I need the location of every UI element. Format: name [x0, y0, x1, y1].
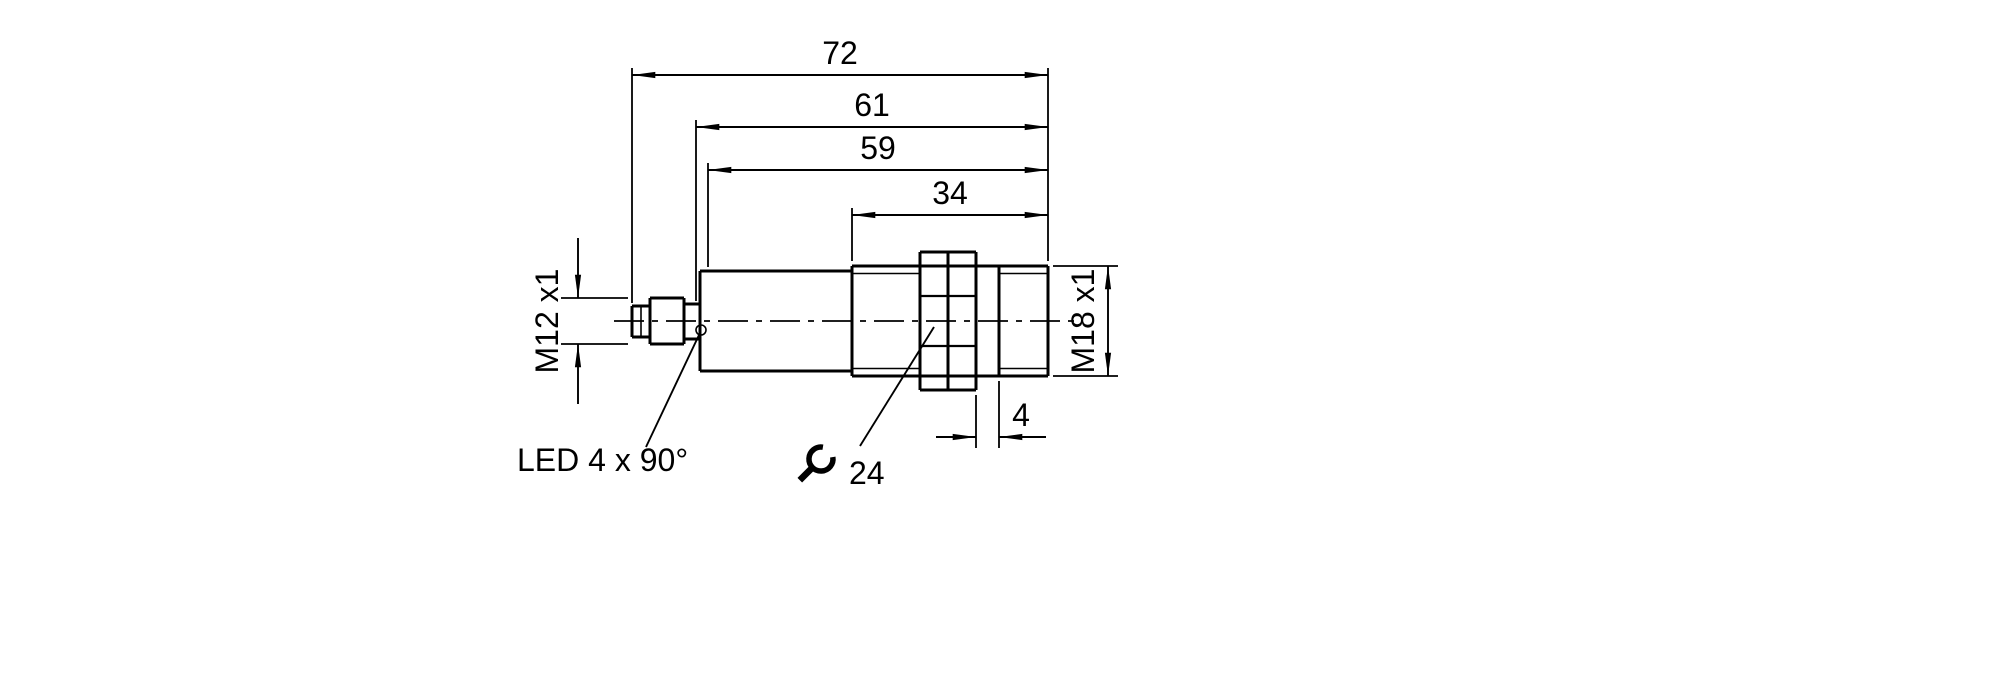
dimension-59: 59 — [707, 130, 1048, 267]
wrench-icon — [797, 444, 836, 483]
dim-34-label: 34 — [932, 175, 968, 211]
dim-59-label: 59 — [860, 130, 896, 166]
dimension-72: 72 — [631, 35, 1049, 303]
thread-label-m18: M18 x1 — [1053, 265, 1118, 377]
led-callout: LED 4 x 90° — [517, 324, 707, 478]
m18-thread-label: M18 x1 — [1065, 269, 1101, 374]
housing-barrel — [698, 269, 852, 373]
sensor-body — [614, 250, 1080, 392]
dimension-4: 4 — [936, 381, 1046, 448]
dimension-61: 61 — [695, 87, 1048, 301]
m12-thread-label: M12 x1 — [529, 269, 565, 374]
dimension-34: 34 — [851, 175, 1048, 261]
thread-label-m12: M12 x1 — [529, 238, 628, 404]
wrench-size-callout: 24 — [797, 326, 935, 491]
dim-72-label: 72 — [822, 35, 858, 71]
dim-4-label: 4 — [1012, 397, 1030, 433]
wrench-size-label: 24 — [849, 455, 885, 491]
dim-61-label: 61 — [854, 87, 890, 123]
led-circle-icon — [695, 324, 707, 336]
led-note-label: LED 4 x 90° — [517, 442, 688, 478]
